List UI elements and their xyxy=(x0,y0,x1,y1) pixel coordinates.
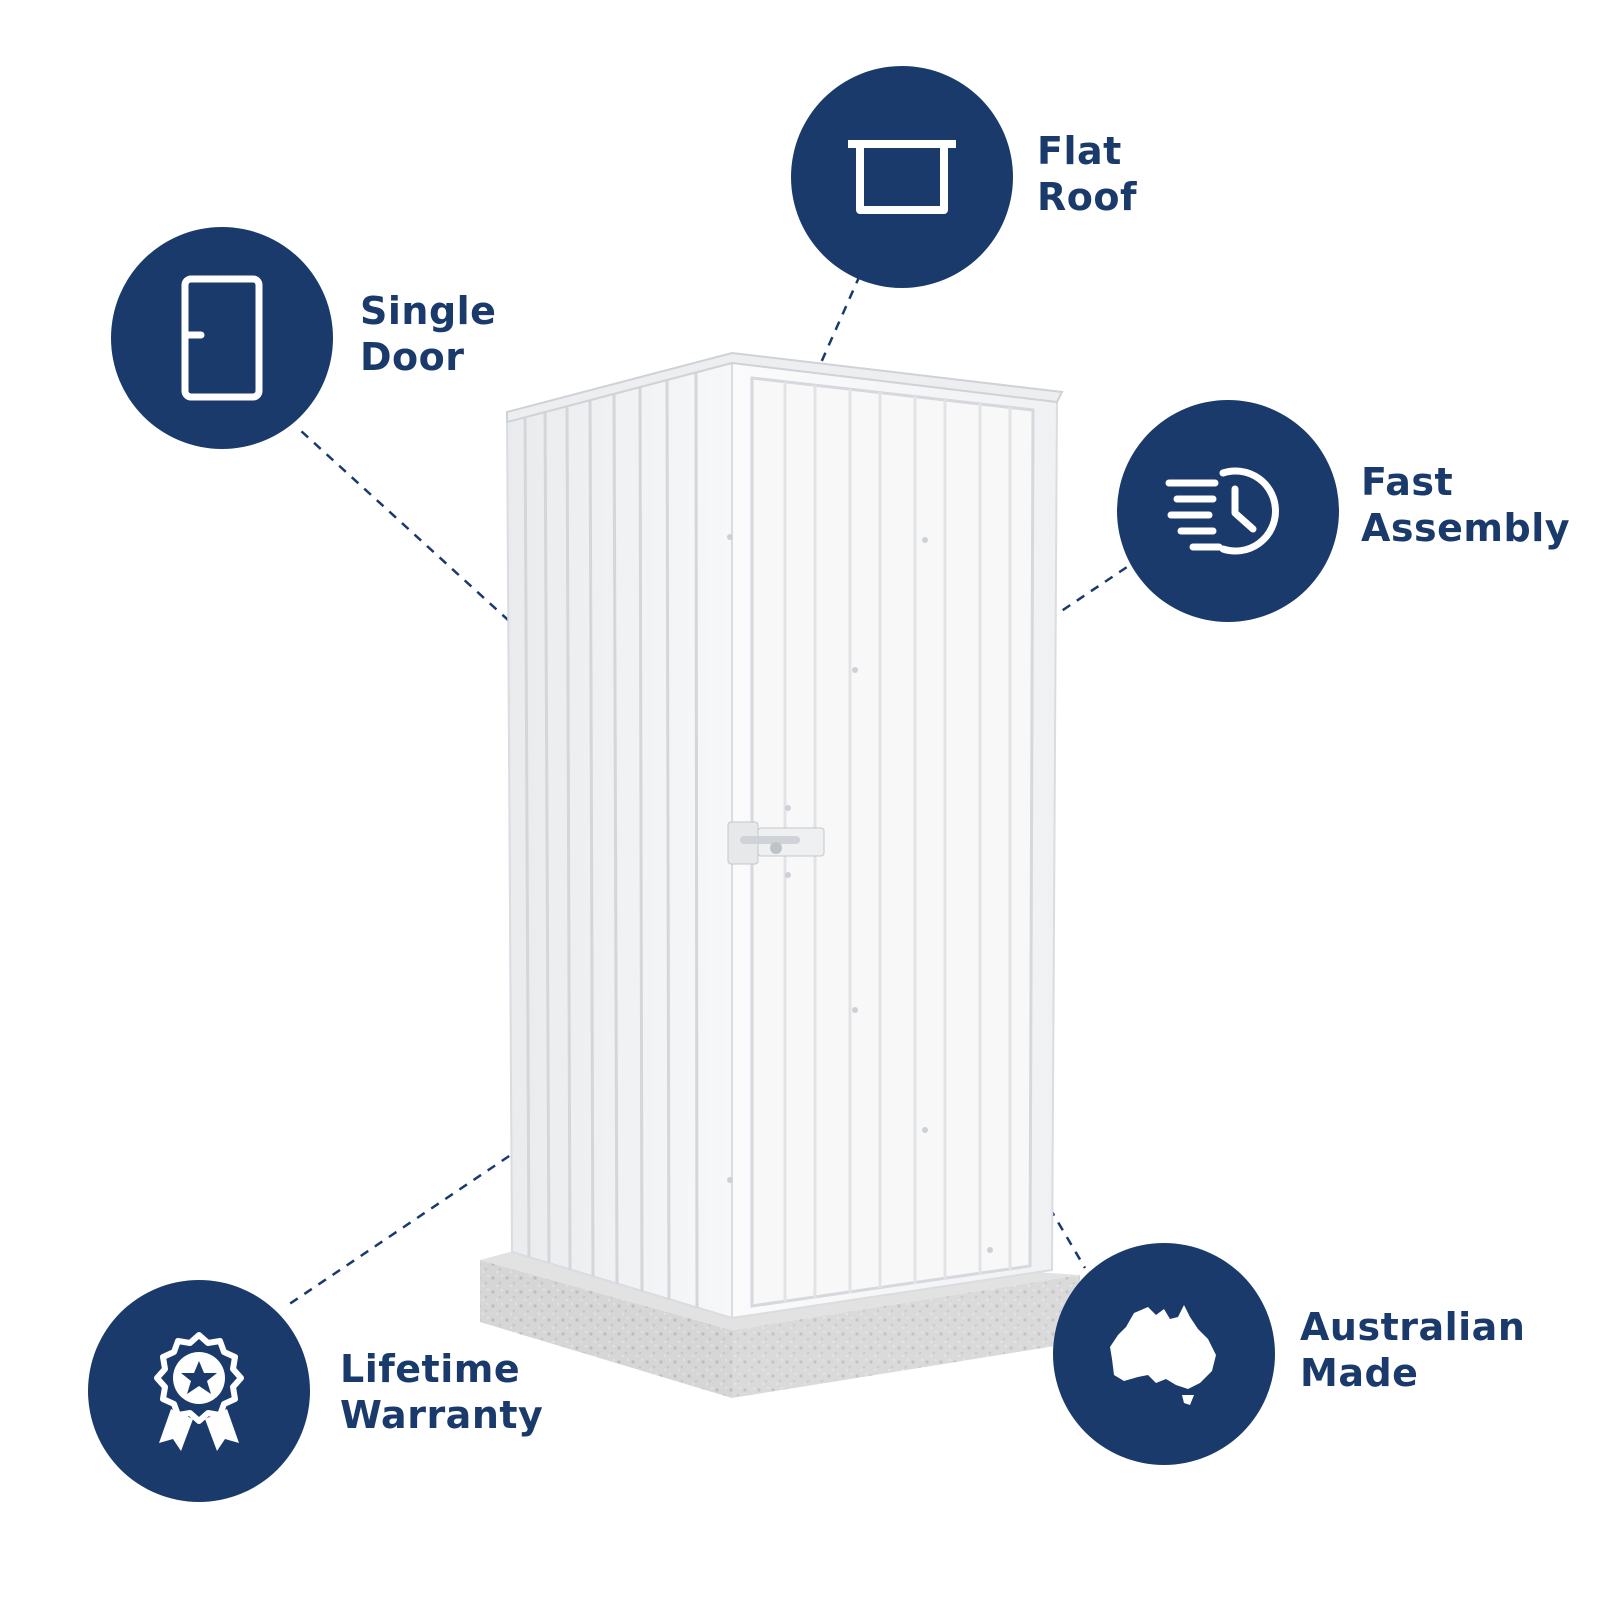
shed-side-wall xyxy=(505,358,733,1320)
australian-made-badge xyxy=(1053,1243,1275,1465)
fast-clock-icon xyxy=(1165,467,1279,555)
single-door-badge xyxy=(111,227,333,449)
shed-front-wall xyxy=(727,358,1059,1320)
lifetime-warranty-label: Lifetime Warranty xyxy=(340,1346,543,1438)
fast-assembly-label-line2: Assembly xyxy=(1361,506,1571,550)
award-ribbon-icon xyxy=(154,1332,244,1451)
flat-roof-label-line1: Flat xyxy=(1037,129,1122,173)
flat-roof-label-line2: Roof xyxy=(1037,175,1138,219)
australian-made-label-line1: Australian xyxy=(1300,1305,1526,1349)
australia-map-icon xyxy=(1110,1305,1216,1405)
fast-assembly-label: Fast Assembly xyxy=(1361,459,1570,551)
lifetime-warranty-badge xyxy=(88,1280,310,1502)
single-door-label: Single Door xyxy=(360,288,496,380)
flat-roof-label: Flat Roof xyxy=(1037,128,1137,220)
door-icon xyxy=(181,275,263,401)
fast-assembly-badge xyxy=(1117,400,1339,622)
shed-roof xyxy=(506,351,1064,424)
flat-roof-badge xyxy=(791,66,1013,288)
australian-made-label-line2: Made xyxy=(1300,1351,1419,1395)
single-door-label-line1: Single xyxy=(360,289,497,333)
lifetime-warranty-label-line1: Lifetime xyxy=(340,1347,521,1391)
single-door-label-line2: Door xyxy=(360,335,465,379)
australian-made-label: Australian Made xyxy=(1300,1304,1525,1396)
door-latch xyxy=(727,821,825,865)
fast-assembly-label-line1: Fast xyxy=(1361,460,1454,504)
flat-roof-icon xyxy=(848,140,956,214)
lifetime-warranty-label-line2: Warranty xyxy=(340,1393,544,1437)
